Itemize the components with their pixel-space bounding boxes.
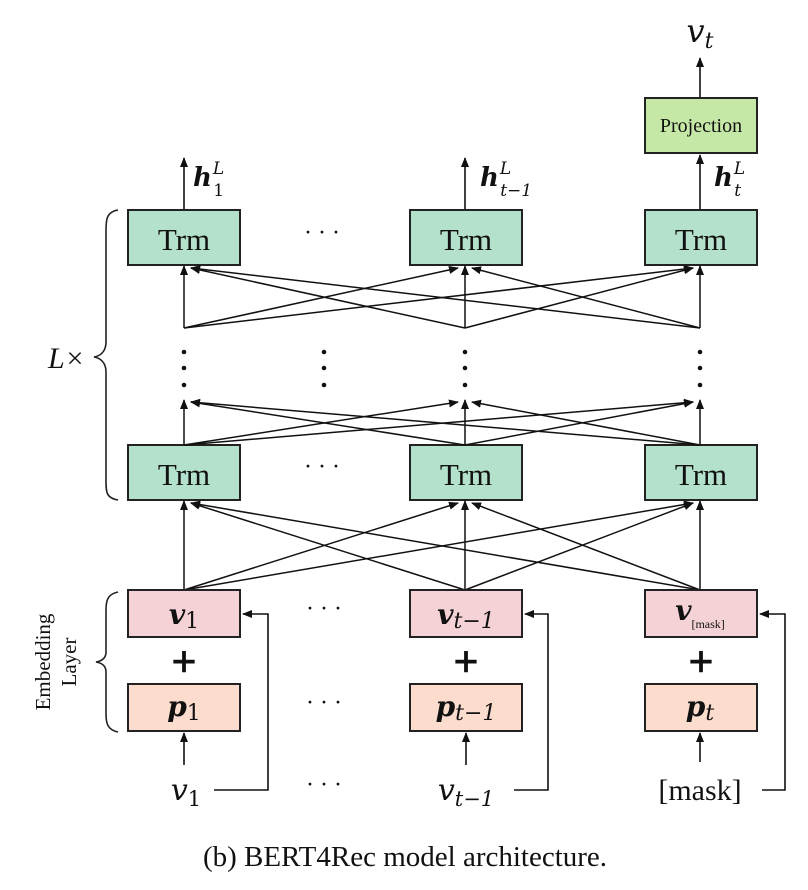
projection-label: Projection — [660, 115, 742, 137]
input-token-t-minus-1: vt−1 — [438, 773, 494, 811]
vdot — [462, 349, 468, 355]
vdot — [462, 382, 468, 388]
position-embedding-t — [644, 683, 758, 732]
trm-top-3-label: Trm — [675, 222, 727, 257]
ellipsis-trm-bottom: · · · — [305, 455, 340, 480]
ellipsis-inputs: · · · — [307, 773, 342, 798]
trm-bottom-1-label: Trm — [158, 457, 210, 492]
feedback-line-mask — [759, 610, 786, 791]
attention-arrow — [183, 265, 694, 329]
attention-arrow — [183, 501, 459, 591]
vdot — [462, 365, 468, 371]
position-embedding-t-minus-1-label: pt−1 — [436, 690, 497, 726]
trm-bottom-1 — [127, 444, 241, 501]
embedding-label-line1: Embedding — [31, 613, 55, 710]
ellipsis-position-embeddings: · · · — [307, 691, 342, 716]
vdot — [181, 382, 187, 388]
plus-sign-1: + — [170, 641, 199, 681]
ellipsis-item-embeddings: · · · — [307, 597, 342, 622]
item-embedding-mask-label: v[mask] — [675, 594, 725, 631]
attention-arrow — [190, 266, 466, 329]
output-label: vt — [687, 12, 714, 54]
trm-bottom-3-label: Trm — [675, 457, 727, 492]
vertical-ellipsis-group — [181, 349, 703, 388]
trm-bottom-2-label: Trm — [440, 457, 492, 492]
attention-arrow — [464, 399, 694, 446]
attention-arrow — [190, 501, 466, 591]
position-embedding-t-minus-1 — [409, 683, 523, 732]
layer-brace — [93, 209, 119, 501]
ellipsis-trm-top: · · · — [305, 221, 340, 246]
attention-connections-middle — [180, 398, 704, 446]
embedding-label-line2: Layer — [57, 638, 81, 687]
attention-arrow — [464, 502, 694, 591]
vdot — [321, 349, 327, 355]
trm-top-1-label: Trm — [158, 222, 210, 257]
plus-sign-2: + — [452, 641, 481, 681]
input-token-1: v1 — [171, 773, 201, 811]
trm-top-2 — [409, 209, 523, 266]
item-embedding-mask — [644, 589, 758, 638]
attention-arrow — [471, 266, 701, 329]
attention-arrow — [183, 500, 694, 591]
trm-top-3 — [644, 209, 758, 266]
item-embedding-1 — [127, 589, 241, 638]
attention-arrow — [471, 399, 701, 446]
vdot — [697, 365, 703, 371]
vdot — [697, 382, 703, 388]
attention-arrow — [190, 399, 466, 446]
item-embedding-1-label: v1 — [169, 598, 199, 634]
vdot — [321, 365, 327, 371]
layer-repeat-label: L× — [47, 342, 85, 375]
attention-connections-top — [180, 265, 704, 329]
trm-top-2-label: Trm — [440, 222, 492, 257]
attention-arrow — [190, 265, 701, 329]
attention-arrow — [190, 398, 701, 446]
trm-bottom-3 — [644, 444, 758, 501]
item-embedding-t-minus-1 — [409, 589, 523, 638]
vdot — [181, 349, 187, 355]
item-embedding-t-minus-1-label: vt−1 — [437, 598, 495, 634]
projection-box — [644, 97, 758, 154]
attention-arrow — [471, 502, 701, 591]
attention-arrow — [464, 266, 694, 329]
vdot — [321, 382, 327, 388]
position-embedding-t-label: pt — [686, 690, 715, 726]
vdot — [181, 365, 187, 371]
figure-caption: (b) BERT4Rec model architecture. — [203, 841, 607, 873]
embedding-layer-label: Embedding Layer — [31, 613, 81, 710]
position-embedding-1-label: p1 — [167, 690, 201, 726]
vdot — [697, 349, 703, 355]
input-token-mask: [mask] — [658, 774, 741, 807]
attention-arrow — [183, 399, 459, 446]
feedback-line-t-minus-1 — [514, 610, 549, 791]
attention-arrow — [183, 266, 459, 329]
trm-bottom-2 — [409, 444, 523, 501]
feedback-line-1 — [214, 610, 269, 791]
embedding-brace — [95, 591, 119, 733]
attention-connections-bottom — [180, 500, 704, 591]
attention-arrow — [190, 500, 701, 591]
position-embedding-1 — [127, 683, 241, 732]
plus-sign-3: + — [687, 641, 716, 681]
